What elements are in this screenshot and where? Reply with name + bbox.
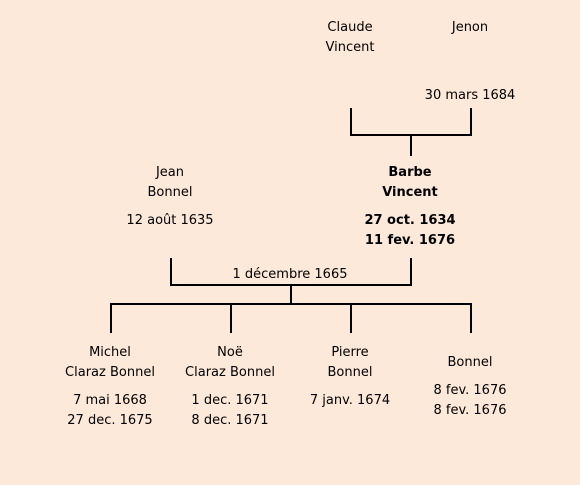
connector-line — [470, 108, 472, 136]
person-dates: 1 dec. 1671 8 dec. 1671 — [170, 391, 290, 431]
connector-line — [230, 303, 232, 333]
person-dates: 7 janv. 1674 — [290, 391, 410, 411]
person-date: 12 août 1635 — [126, 213, 214, 228]
person-name-line: Claraz Bonnel — [65, 365, 155, 380]
person-date: 27 dec. 1675 — [67, 413, 153, 428]
person-date: 8 dec. 1671 — [191, 413, 269, 428]
person-date: 27 oct. 1634 — [364, 213, 456, 228]
person-dates: 7 mai 1668 27 dec. 1675 — [50, 391, 170, 431]
person-name-line: Michel — [89, 345, 131, 360]
connector-line — [170, 258, 172, 286]
person-date: 30 mars 1684 — [424, 88, 516, 103]
person-name-line: Claude — [327, 20, 373, 35]
person-dates: 27 oct. 1634 11 fev. 1676 — [350, 211, 470, 251]
person-name-line: Bonnel — [327, 365, 373, 380]
connector-line — [350, 108, 352, 136]
person-name-line: Claraz Bonnel — [185, 365, 275, 380]
person-name-line: Vincent — [325, 40, 375, 55]
connector-line — [350, 303, 352, 333]
person-date: 1 dec. 1671 — [191, 393, 269, 408]
person-name-line: Vincent — [382, 185, 438, 200]
person-dates: 12 août 1635 — [110, 211, 230, 231]
person-name-line: Jenon — [451, 20, 489, 35]
connector-line — [410, 134, 412, 156]
person-name-line: Bonnel — [447, 355, 493, 370]
person-name-line: Barbe — [388, 165, 432, 180]
connector-line — [110, 303, 112, 333]
person-date: 8 fev. 1676 — [433, 383, 507, 398]
person-date: 7 mai 1668 — [73, 393, 147, 408]
person-name-line: Bonnel — [147, 185, 193, 200]
person-name-line: Pierre — [331, 345, 369, 360]
person-name: Bonnel — [410, 353, 530, 373]
person-dates: 8 fev. 1676 8 fev. 1676 — [410, 381, 530, 421]
person-name-line: Noë — [217, 345, 243, 360]
connector-line — [470, 303, 472, 333]
person-date: 11 fev. 1676 — [364, 233, 456, 248]
person-name: Jenon — [410, 18, 530, 38]
person-bonnel: Bonnel 8 fev. 1676 8 fev. 1676 — [410, 343, 530, 421]
marriage-date: 1 décembre 1665 — [232, 267, 348, 282]
connector-line — [290, 284, 292, 304]
person-date: 8 fev. 1676 — [433, 403, 507, 418]
connector-line — [410, 258, 412, 286]
person-name-line: Jean — [155, 165, 185, 180]
person-dates: 30 mars 1684 — [410, 86, 530, 106]
person-jenon: Jenon 30 mars 1684 — [410, 18, 530, 106]
person-date: 7 janv. 1674 — [309, 393, 391, 408]
connector-line — [110, 303, 472, 305]
